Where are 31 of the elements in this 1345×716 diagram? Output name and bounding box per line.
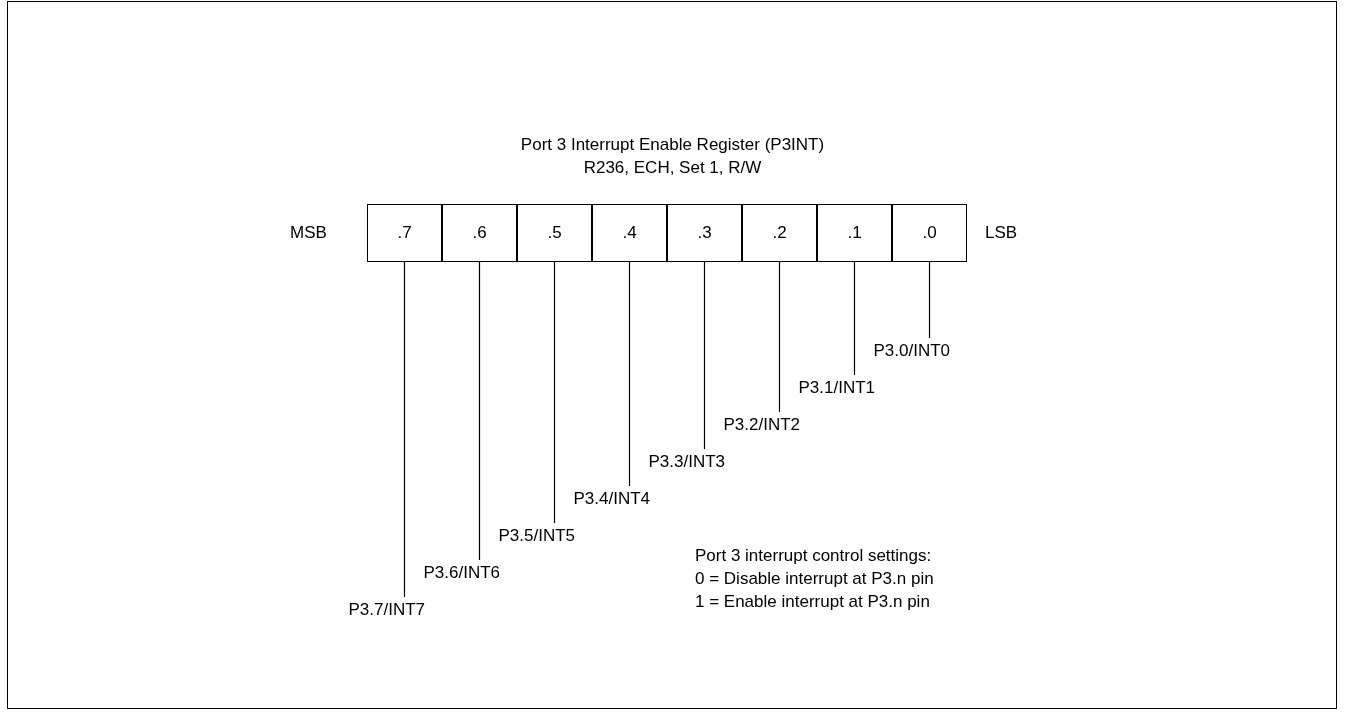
settings-note: 1 = Enable interrupt at P3.n pin [695, 591, 930, 613]
lsb-label: LSB [985, 222, 1018, 244]
bit-cell: .1 [817, 204, 892, 262]
register-address: R236, ECH, Set 1, R/W [582, 157, 763, 179]
pin-label: P3.7/INT7 [348, 599, 426, 621]
settings-note: 0 = Disable interrupt at P3.n pin [695, 568, 934, 590]
leader-line [703, 261, 706, 450]
pin-label: P3.0/INT0 [873, 340, 951, 362]
pin-label: P3.2/INT2 [723, 414, 801, 436]
settings-heading: Port 3 interrupt control settings: [695, 545, 932, 567]
bit-cell: .2 [742, 204, 817, 262]
leader-line [778, 261, 781, 413]
leader-line [853, 261, 856, 376]
leader-line [928, 261, 931, 339]
pin-label: P3.5/INT5 [498, 525, 576, 547]
bit-cell: .4 [592, 204, 667, 262]
msb-label: MSB [290, 222, 327, 244]
bit-cell: .3 [667, 204, 742, 262]
leader-line [628, 261, 631, 487]
leader-line [553, 261, 556, 524]
pin-label: P3.6/INT6 [423, 562, 501, 584]
pin-label: P3.1/INT1 [798, 377, 876, 399]
leader-line [478, 261, 481, 561]
bit-cell: .6 [442, 204, 517, 262]
bit-cell: .7 [367, 204, 442, 262]
bit-cell: .0 [892, 204, 967, 262]
leader-line [403, 261, 406, 598]
bit-cell: .5 [517, 204, 592, 262]
pin-label: P3.3/INT3 [648, 451, 726, 473]
pin-label: P3.4/INT4 [573, 488, 651, 510]
register-title: Port 3 Interrupt Enable Register (P3INT) [519, 134, 826, 156]
